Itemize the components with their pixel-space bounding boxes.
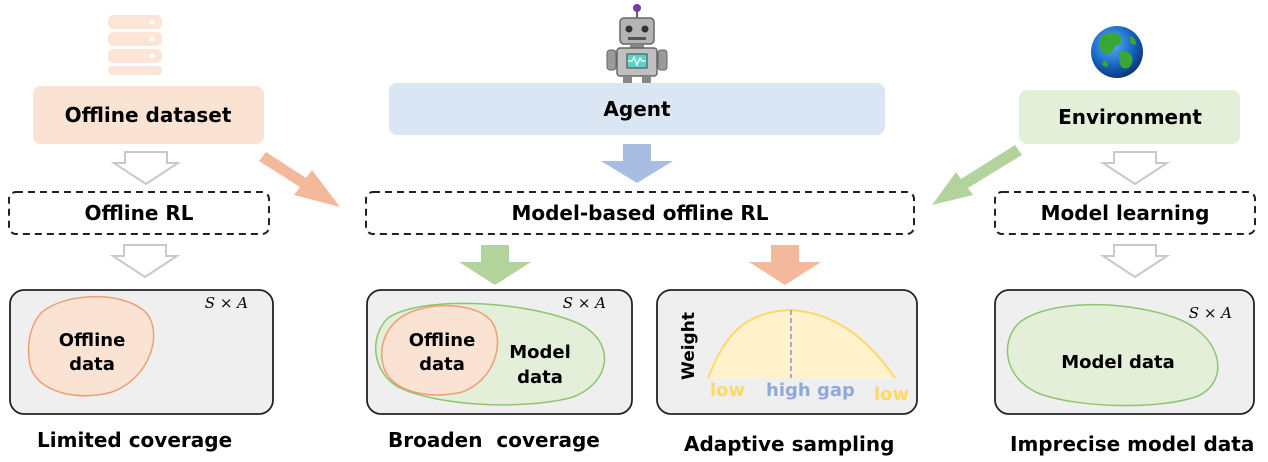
offline-data-region: [380, 304, 499, 396]
offline-data-label-line1: Offline: [409, 330, 476, 351]
offline-dataset-box: [33, 86, 264, 144]
offline-data-region: [27, 295, 155, 397]
globe-icon: [1091, 26, 1143, 78]
orange-diagonal-arrow: [259, 152, 340, 207]
model-learning-label: Model learning: [1041, 201, 1210, 225]
agent-label: Agent: [603, 97, 671, 121]
robot-icon: [606, 4, 668, 88]
offline-rl-label: Offline RL: [84, 201, 193, 225]
orange-arrow-adaptive: [749, 245, 821, 285]
database-icon: [108, 15, 162, 75]
weight-axis-label: Weight: [679, 312, 699, 380]
green-diagonal-arrow: [932, 145, 1022, 205]
high-gap-label: high gap: [766, 380, 855, 401]
low-left-label: low: [710, 380, 745, 401]
model-data-label-line2: data: [517, 367, 563, 388]
environment-box: [1019, 90, 1240, 144]
agent-box: [389, 83, 885, 135]
caption-adaptive-sampling: Adaptive sampling: [684, 432, 895, 456]
offline-dataset-label: Offline dataset: [65, 103, 232, 127]
weight-curve: [707, 308, 896, 379]
space-label: S × A: [563, 294, 606, 312]
space-label: S × A: [205, 294, 248, 312]
grey-arrow-environment: [1099, 151, 1171, 186]
low-right-label: low: [874, 384, 909, 405]
weight-curve-fill: [708, 310, 895, 378]
green-arrow-broaden: [459, 245, 531, 285]
offline-data-label-line2: data: [69, 354, 115, 375]
model-based-offline-rl-label: Model-based offline RL: [511, 201, 768, 225]
model-data-label-line1: Model: [509, 342, 571, 363]
caption-limited-coverage: Limited coverage: [37, 428, 233, 452]
caption-imprecise-model-data: Imprecise model data: [1010, 432, 1255, 456]
offline-rl-box: [8, 191, 270, 235]
model-based-offline-rl-box: [365, 191, 915, 235]
grey-arrow-offline-dataset: [110, 151, 182, 186]
offline-data-label-line1: Offline: [59, 330, 126, 351]
environment-label: Environment: [1058, 105, 1202, 129]
grey-arrow-offline-rl: [109, 244, 181, 279]
model-data-region: [1006, 303, 1219, 407]
offline-data-label-line2: data: [419, 354, 465, 375]
blue-arrow-agent: [601, 144, 673, 183]
model-data-label: Model data: [1061, 352, 1175, 373]
model-learning-box: [994, 191, 1256, 235]
space-label: S × A: [1189, 304, 1232, 322]
caption-broaden-coverage: Broaden coverage: [388, 428, 600, 452]
grey-arrow-model-learning: [1099, 244, 1171, 279]
